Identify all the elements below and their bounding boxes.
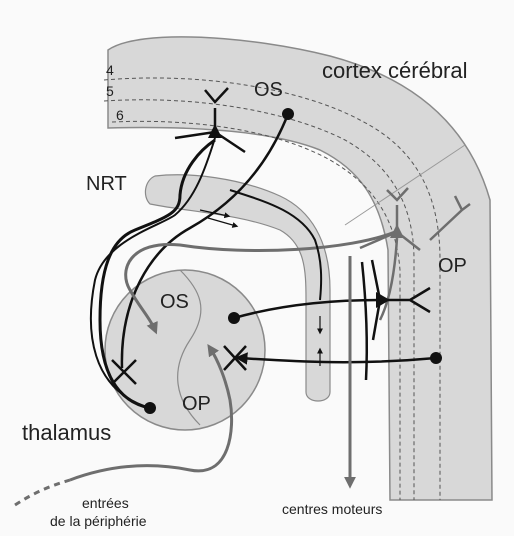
thalamus-os-neuron [144, 402, 156, 414]
peripheral-input-dashed [15, 480, 70, 505]
cortex-op-label: OP [438, 255, 467, 277]
nrt-label: NRT [86, 173, 127, 195]
layer-5-label: 5 [106, 83, 114, 99]
cortex-region [108, 37, 492, 500]
cortex-os-label: OS [254, 79, 283, 101]
cortex-label: cortex cérébral [322, 58, 468, 83]
motor-centres-label: centres moteurs [282, 501, 382, 517]
thalamus-label: thalamus [22, 420, 111, 445]
peripheral-label-1: entrées [82, 495, 129, 511]
nrt-arrow-2 [208, 218, 236, 226]
layer-6-label: 6 [116, 107, 124, 123]
thalamus-os-label: OS [160, 291, 189, 313]
peripheral-label-2: de la périphérie [50, 513, 147, 529]
layer-4-label: 4 [106, 62, 114, 78]
thalamus-op-label: OP [182, 393, 211, 415]
